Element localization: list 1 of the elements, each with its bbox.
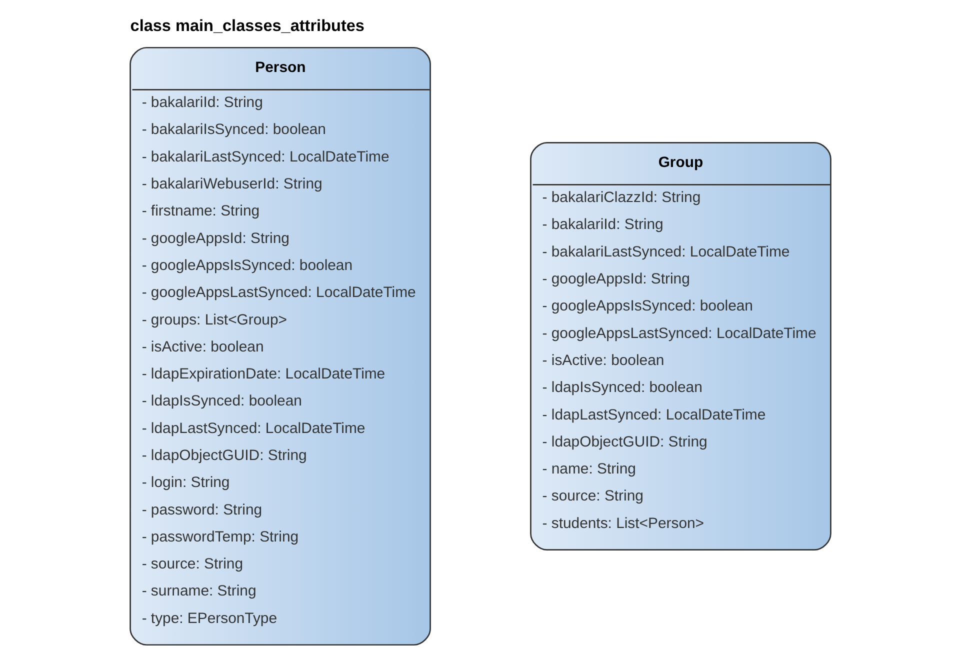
diagram-title: class main_classes_attributes <box>130 16 364 35</box>
